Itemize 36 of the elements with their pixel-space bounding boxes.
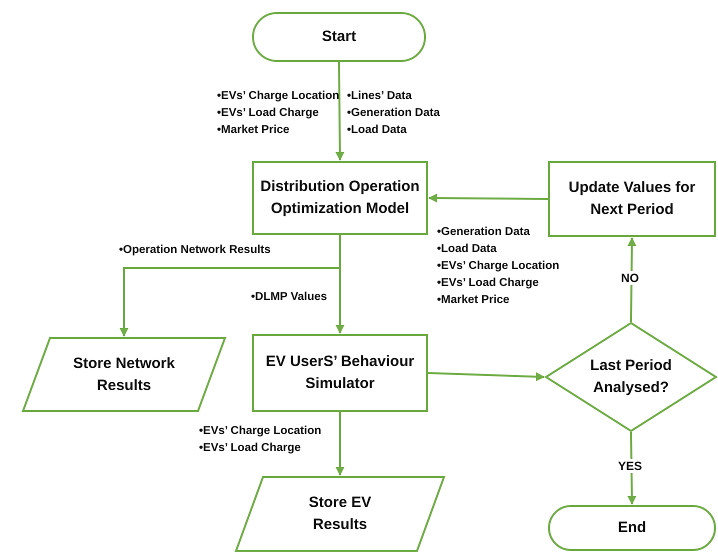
arrow — [335, 62, 344, 161]
arrow — [428, 372, 545, 382]
bullet-note: •EVs’ Charge Location — [217, 90, 340, 102]
bullet-note: •EVs’ Charge Location — [437, 260, 560, 272]
bullet-note: •EVs’ Charge Location — [199, 425, 322, 437]
process-box — [252, 334, 428, 412]
arrow — [627, 237, 636, 322]
node-label: Start — [322, 27, 356, 48]
bullet-note: •Generation Data — [437, 226, 530, 238]
bullet-note: •EVs’ Load Charge — [437, 277, 539, 289]
terminal-box — [252, 12, 426, 62]
node-label: EV UserS’ Behaviour Simulator — [264, 352, 416, 394]
process-box — [548, 161, 716, 237]
edge-label: YES — [616, 459, 644, 473]
bullet-note: •Load Data — [347, 124, 407, 136]
node-label: End — [618, 518, 646, 538]
arrow — [336, 235, 344, 334]
bullet-note: •Lines’ Data — [347, 90, 412, 102]
terminal-box — [548, 505, 716, 551]
edge-label: NO — [619, 271, 641, 285]
node-label: Last Period Analysed? — [589, 356, 673, 398]
bullet-note: •EVs’ Load Charge — [199, 442, 301, 454]
node-label: Store EV Results — [308, 493, 372, 535]
bullet-note: •Load Data — [437, 243, 497, 255]
bullet-note: •Operation Network Results — [119, 244, 271, 256]
bullet-note: •Generation Data — [347, 107, 440, 119]
node-label: Update Values for Next Period — [568, 178, 696, 220]
node-label: Store Network Results — [72, 354, 176, 396]
bullet-note: •Market Price — [437, 294, 510, 306]
arrow — [428, 194, 548, 203]
arrow — [336, 412, 344, 476]
node-label: Distribution Operation Optimization Model — [259, 177, 421, 219]
bullet-note: •DLMP Values — [251, 291, 328, 303]
bullet-note: •EVs’ Load Charge — [217, 107, 319, 119]
process-box — [252, 161, 428, 235]
bullet-note: •Market Price — [217, 124, 290, 136]
